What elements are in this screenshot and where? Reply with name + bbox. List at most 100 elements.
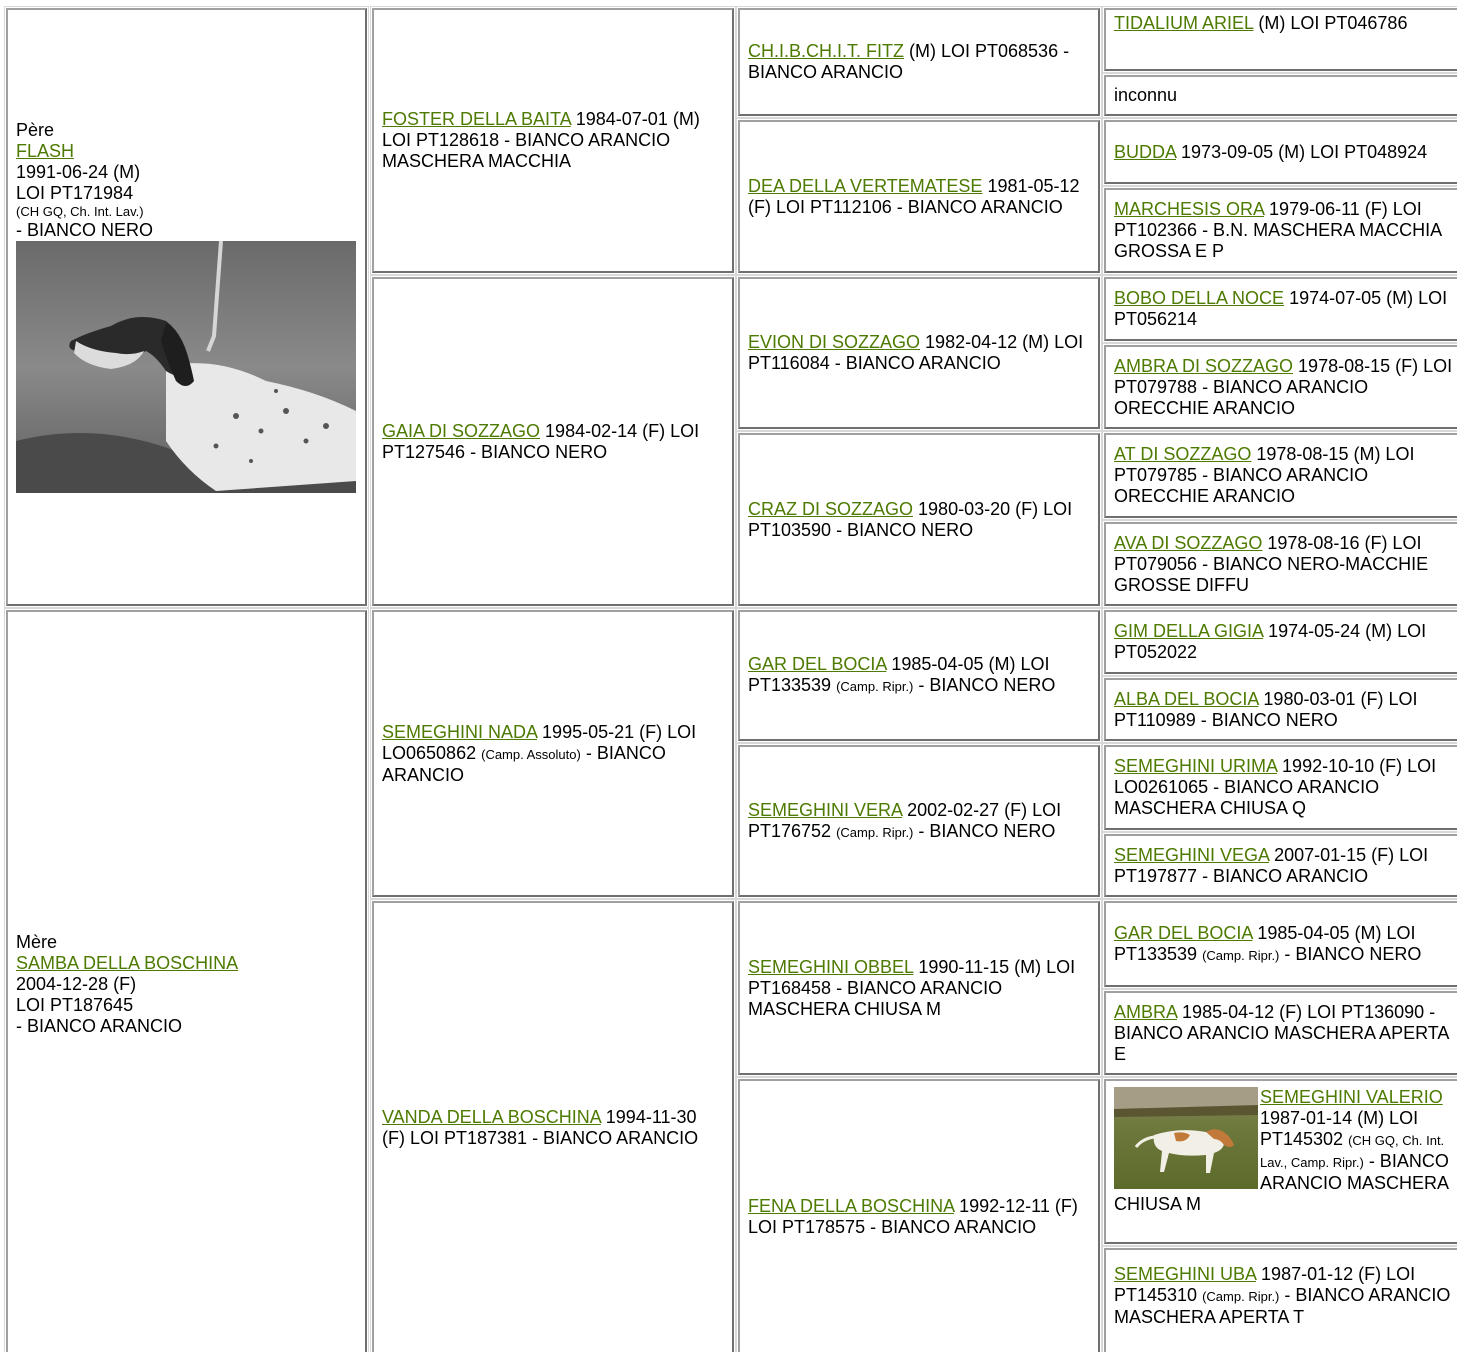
gen4-cell-2: inconnu — [1102, 73, 1457, 118]
sire-name-link[interactable]: FLASH — [16, 141, 75, 161]
gen4-name-link[interactable]: SEMEGHINI UBA — [1114, 1264, 1257, 1284]
gen4-details-2: - BIANCO ARANCIO MASCHERA CHIUSA M — [1114, 1151, 1449, 1214]
gen4-details: 1974-07-05 (M) LOI PT056214 — [1114, 288, 1448, 329]
gen4-details: (M) LOI PT046786 — [1258, 13, 1408, 33]
gen3-name-link[interactable]: CRAZ DI SOZZAGO — [748, 498, 914, 519]
gen4-details: 2007-01-15 (F) LOI PT197877 - BIANCO ARA… — [1114, 844, 1429, 886]
gen4-details: 1987-01-12 (F) LOI PT145310 — [1114, 1264, 1416, 1305]
gen4-details: 1978-08-15 (M) LOI PT079785 - BIANCO ARA… — [1114, 444, 1415, 506]
dam-cell: Mère SAMBA DELLA BOSCHINA 2004-12-28 (F)… — [4, 608, 369, 1352]
gen2-details: 1984-02-14 (F) LOI PT127546 - BIANCO NER… — [382, 420, 700, 462]
gen3-cell-5: GAR DEL BOCIA 1985-04-05 (M) LOI PT13353… — [736, 608, 1102, 743]
gen3-details: 1980-03-20 (F) LOI PT103590 - BIANCO NER… — [748, 498, 1073, 540]
gen2-cell-4: VANDA DELLA BOSCHINA 1994-11-30 (F) LOI … — [370, 899, 736, 1352]
sire-role: Père — [16, 120, 55, 140]
gen3-details: 1981-05-12 (F) LOI PT112106 - BIANCO ARA… — [748, 175, 1080, 217]
gen3-details: 1992-12-11 (F) LOI PT178575 - BIANCO ARA… — [748, 1195, 1078, 1237]
gen3-cell-3: EVION DI SOZZAGO 1982-04-12 (M) LOI PT11… — [736, 275, 1102, 431]
gen4-name-link[interactable]: SEMEGHINI VEGA — [1114, 844, 1270, 865]
gen4-name-link[interactable]: AT DI SOZZAGO — [1114, 444, 1252, 464]
gen3-titles: (Camp. Ripr.) — [836, 824, 914, 840]
gen3-titles: (Camp. Ripr.) — [836, 679, 914, 694]
gen3-name-link[interactable]: DEA DELLA VERTEMATESE — [748, 175, 983, 196]
gen4-details-2: - BIANCO ARANCIO MASCHERA APERTA T — [1114, 1285, 1451, 1327]
gen4-cell-8: AVA DI SOZZAGO 1978-08-16 (F) LOI PT0790… — [1102, 520, 1457, 608]
gen3-name-link[interactable]: EVION DI SOZZAGO — [748, 332, 921, 352]
gen4-name-link[interactable]: BUDDA — [1114, 141, 1177, 162]
sire-reg: LOI PT171984 — [16, 183, 134, 203]
gen3-details: 1990-11-15 (M) LOI PT168458 - BIANCO ARA… — [748, 956, 1076, 1019]
gen4-name-link[interactable]: MARCHESIS ORA — [1114, 199, 1265, 219]
gen4-details: 1987-01-14 (M) LOI PT145302 — [1260, 1108, 1419, 1149]
gen4-name-link[interactable]: AVA DI SOZZAGO — [1114, 532, 1263, 553]
gen4-titles: (CH GQ, Ch. Int. Lav., Camp. Ripr.) — [1260, 1133, 1445, 1170]
gen3-details: 1985-04-05 (M) LOI PT133539 — [748, 654, 1050, 695]
gen2-cell-2: GAIA DI SOZZAGO 1984-02-14 (F) LOI PT127… — [370, 275, 736, 608]
semeghini-valerio-photo — [1114, 1087, 1258, 1189]
sire-dog-photo — [16, 241, 356, 493]
gen3-name-link[interactable]: FENA DELLA BOSCHINA — [748, 1195, 955, 1216]
gen4-name-link[interactable]: AMBRA DI SOZZAGO — [1114, 355, 1294, 376]
gen3-name-link[interactable]: SEMEGHINI OBBEL — [748, 956, 914, 977]
gen4-details-2: - BIANCO NERO — [1284, 943, 1422, 964]
gen4-details: 1978-08-15 (F) LOI PT079788 - BIANCO ARA… — [1114, 355, 1453, 418]
gen4-name-link[interactable]: SEMEGHINI URIMA — [1114, 756, 1278, 776]
gen3-cell-1: CH.I.B.CH.I.T. FITZ (M) LOI PT068536 - B… — [736, 6, 1102, 118]
gen3-details: (M) LOI PT068536 - BIANCO ARANCIO — [748, 41, 1070, 82]
gen2-cell-3: SEMEGHINI NADA 1995-05-21 (F) LOI LO0650… — [370, 608, 736, 899]
sire-date: 1991-06-24 (M) — [16, 162, 141, 182]
gen3-cell-7: SEMEGHINI OBBEL 1990-11-15 (M) LOI PT168… — [736, 899, 1102, 1077]
gen4-cell-1: TIDALIUM ARIEL (M) LOI PT046786 — [1102, 6, 1457, 73]
gen4-cell-7: AT DI SOZZAGO 1978-08-15 (M) LOI PT07978… — [1102, 431, 1457, 520]
gen4-cell-16: SEMEGHINI UBA 1987-01-12 (F) LOI PT14531… — [1102, 1246, 1457, 1352]
gen2-name-link[interactable]: FOSTER DELLA BAITA — [382, 109, 571, 129]
gen4-titles: (Camp. Ripr.) — [1202, 947, 1280, 963]
gen2-titles: (Camp. Assoluto) — [481, 746, 581, 762]
dam-date: 2004-12-28 (F) — [16, 974, 137, 994]
gen4-details: 1973-09-05 (M) LOI PT048924 — [1181, 141, 1428, 162]
gen3-details-2: - BIANCO NERO — [918, 820, 1056, 841]
gen4-name-link[interactable]: ALBA DEL BOCIA — [1114, 688, 1259, 709]
gen4-cell-13: GAR DEL BOCIA 1985-04-05 (M) LOI PT13353… — [1102, 899, 1457, 989]
gen4-details: 1980-03-01 (F) LOI PT110989 - BIANCO NER… — [1114, 688, 1418, 730]
gen4-name-link[interactable]: BOBO DELLA NOCE — [1114, 288, 1285, 308]
sire-cell: Père FLASH 1991-06-24 (M) LOI PT171984 (… — [4, 6, 369, 608]
gen4-details: 1974-05-24 (M) LOI PT052022 — [1114, 621, 1427, 662]
gen2-details: 1994-11-30 (F) LOI PT187381 - BIANCO ARA… — [382, 1106, 699, 1148]
gen4-name-link[interactable]: SEMEGHINI VALERIO — [1260, 1087, 1443, 1107]
gen2-name-link[interactable]: SEMEGHINI NADA — [382, 721, 538, 742]
gen4-details: 1985-04-05 (M) LOI PT133539 — [1114, 922, 1416, 964]
gen3-cell-6: SEMEGHINI VERA 2002-02-27 (F) LOI PT1767… — [736, 743, 1102, 899]
gen3-details: 2002-02-27 (F) LOI PT176752 — [748, 799, 1062, 841]
dam-role: Mère — [16, 932, 58, 952]
gen2-name-link[interactable]: GAIA DI SOZZAGO — [382, 420, 541, 441]
sire-color: - BIANCO NERO — [16, 220, 154, 240]
gen4-name-link[interactable]: GAR DEL BOCIA — [1114, 922, 1253, 943]
gen3-cell-8: FENA DELLA BOSCHINA 1992-12-11 (F) LOI P… — [736, 1077, 1102, 1352]
gen4-titles: (Camp. Ripr.) — [1202, 1289, 1280, 1304]
gen4-cell-11: SEMEGHINI URIMA 1992-10-10 (F) LOI LO026… — [1102, 743, 1457, 832]
gen2-details: 1984-07-01 (M) LOI PT128618 - BIANCO ARA… — [382, 109, 700, 171]
gen4-cell-15: SEMEGHINI VALERIO 1987-01-14 (M) LOI PT1… — [1102, 1077, 1457, 1246]
gen4-details: 1992-10-10 (F) LOI LO0261065 - BIANCO AR… — [1114, 756, 1437, 818]
gen3-name-link[interactable]: SEMEGHINI VERA — [748, 799, 903, 820]
gen2-cell-1: FOSTER DELLA BAITA 1984-07-01 (M) LOI PT… — [370, 6, 736, 275]
gen4-name-link[interactable]: GIM DELLA GIGIA — [1114, 621, 1264, 641]
gen3-name-link[interactable]: CH.I.B.CH.I.T. FITZ — [748, 41, 904, 61]
gen2-name-link[interactable]: VANDA DELLA BOSCHINA — [382, 1106, 601, 1127]
gen3-cell-2: DEA DELLA VERTEMATESE 1981-05-12 (F) LOI… — [736, 118, 1102, 275]
gen3-name-link[interactable]: GAR DEL BOCIA — [748, 654, 887, 674]
gen3-cell-4: CRAZ DI SOZZAGO 1980-03-20 (F) LOI PT103… — [736, 431, 1102, 608]
gen3-details: 1982-04-12 (M) LOI PT116084 - BIANCO ARA… — [748, 332, 1084, 373]
gen4-cell-4: MARCHESIS ORA 1979-06-11 (F) LOI PT10236… — [1102, 186, 1457, 275]
gen4-cell-14: AMBRA 1985-04-12 (F) LOI PT136090 - BIAN… — [1102, 989, 1457, 1077]
sire-titles: (CH GQ, Ch. Int. Lav.) — [16, 204, 144, 219]
dam-name-link[interactable]: SAMBA DELLA BOSCHINA — [16, 953, 239, 973]
gen2-details-2: - BIANCO ARANCIO — [382, 742, 666, 785]
gen4-cell-6: AMBRA DI SOZZAGO 1978-08-15 (F) LOI PT07… — [1102, 343, 1457, 431]
gen4-name-link[interactable]: TIDALIUM ARIEL — [1114, 13, 1254, 33]
gen4-details: 1978-08-16 (F) LOI PT079056 - BIANCO NER… — [1114, 532, 1429, 595]
gen4-details: 1985-04-12 (F) LOI PT136090 - BIANCO ARA… — [1114, 1001, 1449, 1064]
gen4-details: 1979-06-11 (F) LOI PT102366 - B.N. MASCH… — [1114, 199, 1442, 261]
gen4-name-link[interactable]: AMBRA — [1114, 1001, 1178, 1022]
